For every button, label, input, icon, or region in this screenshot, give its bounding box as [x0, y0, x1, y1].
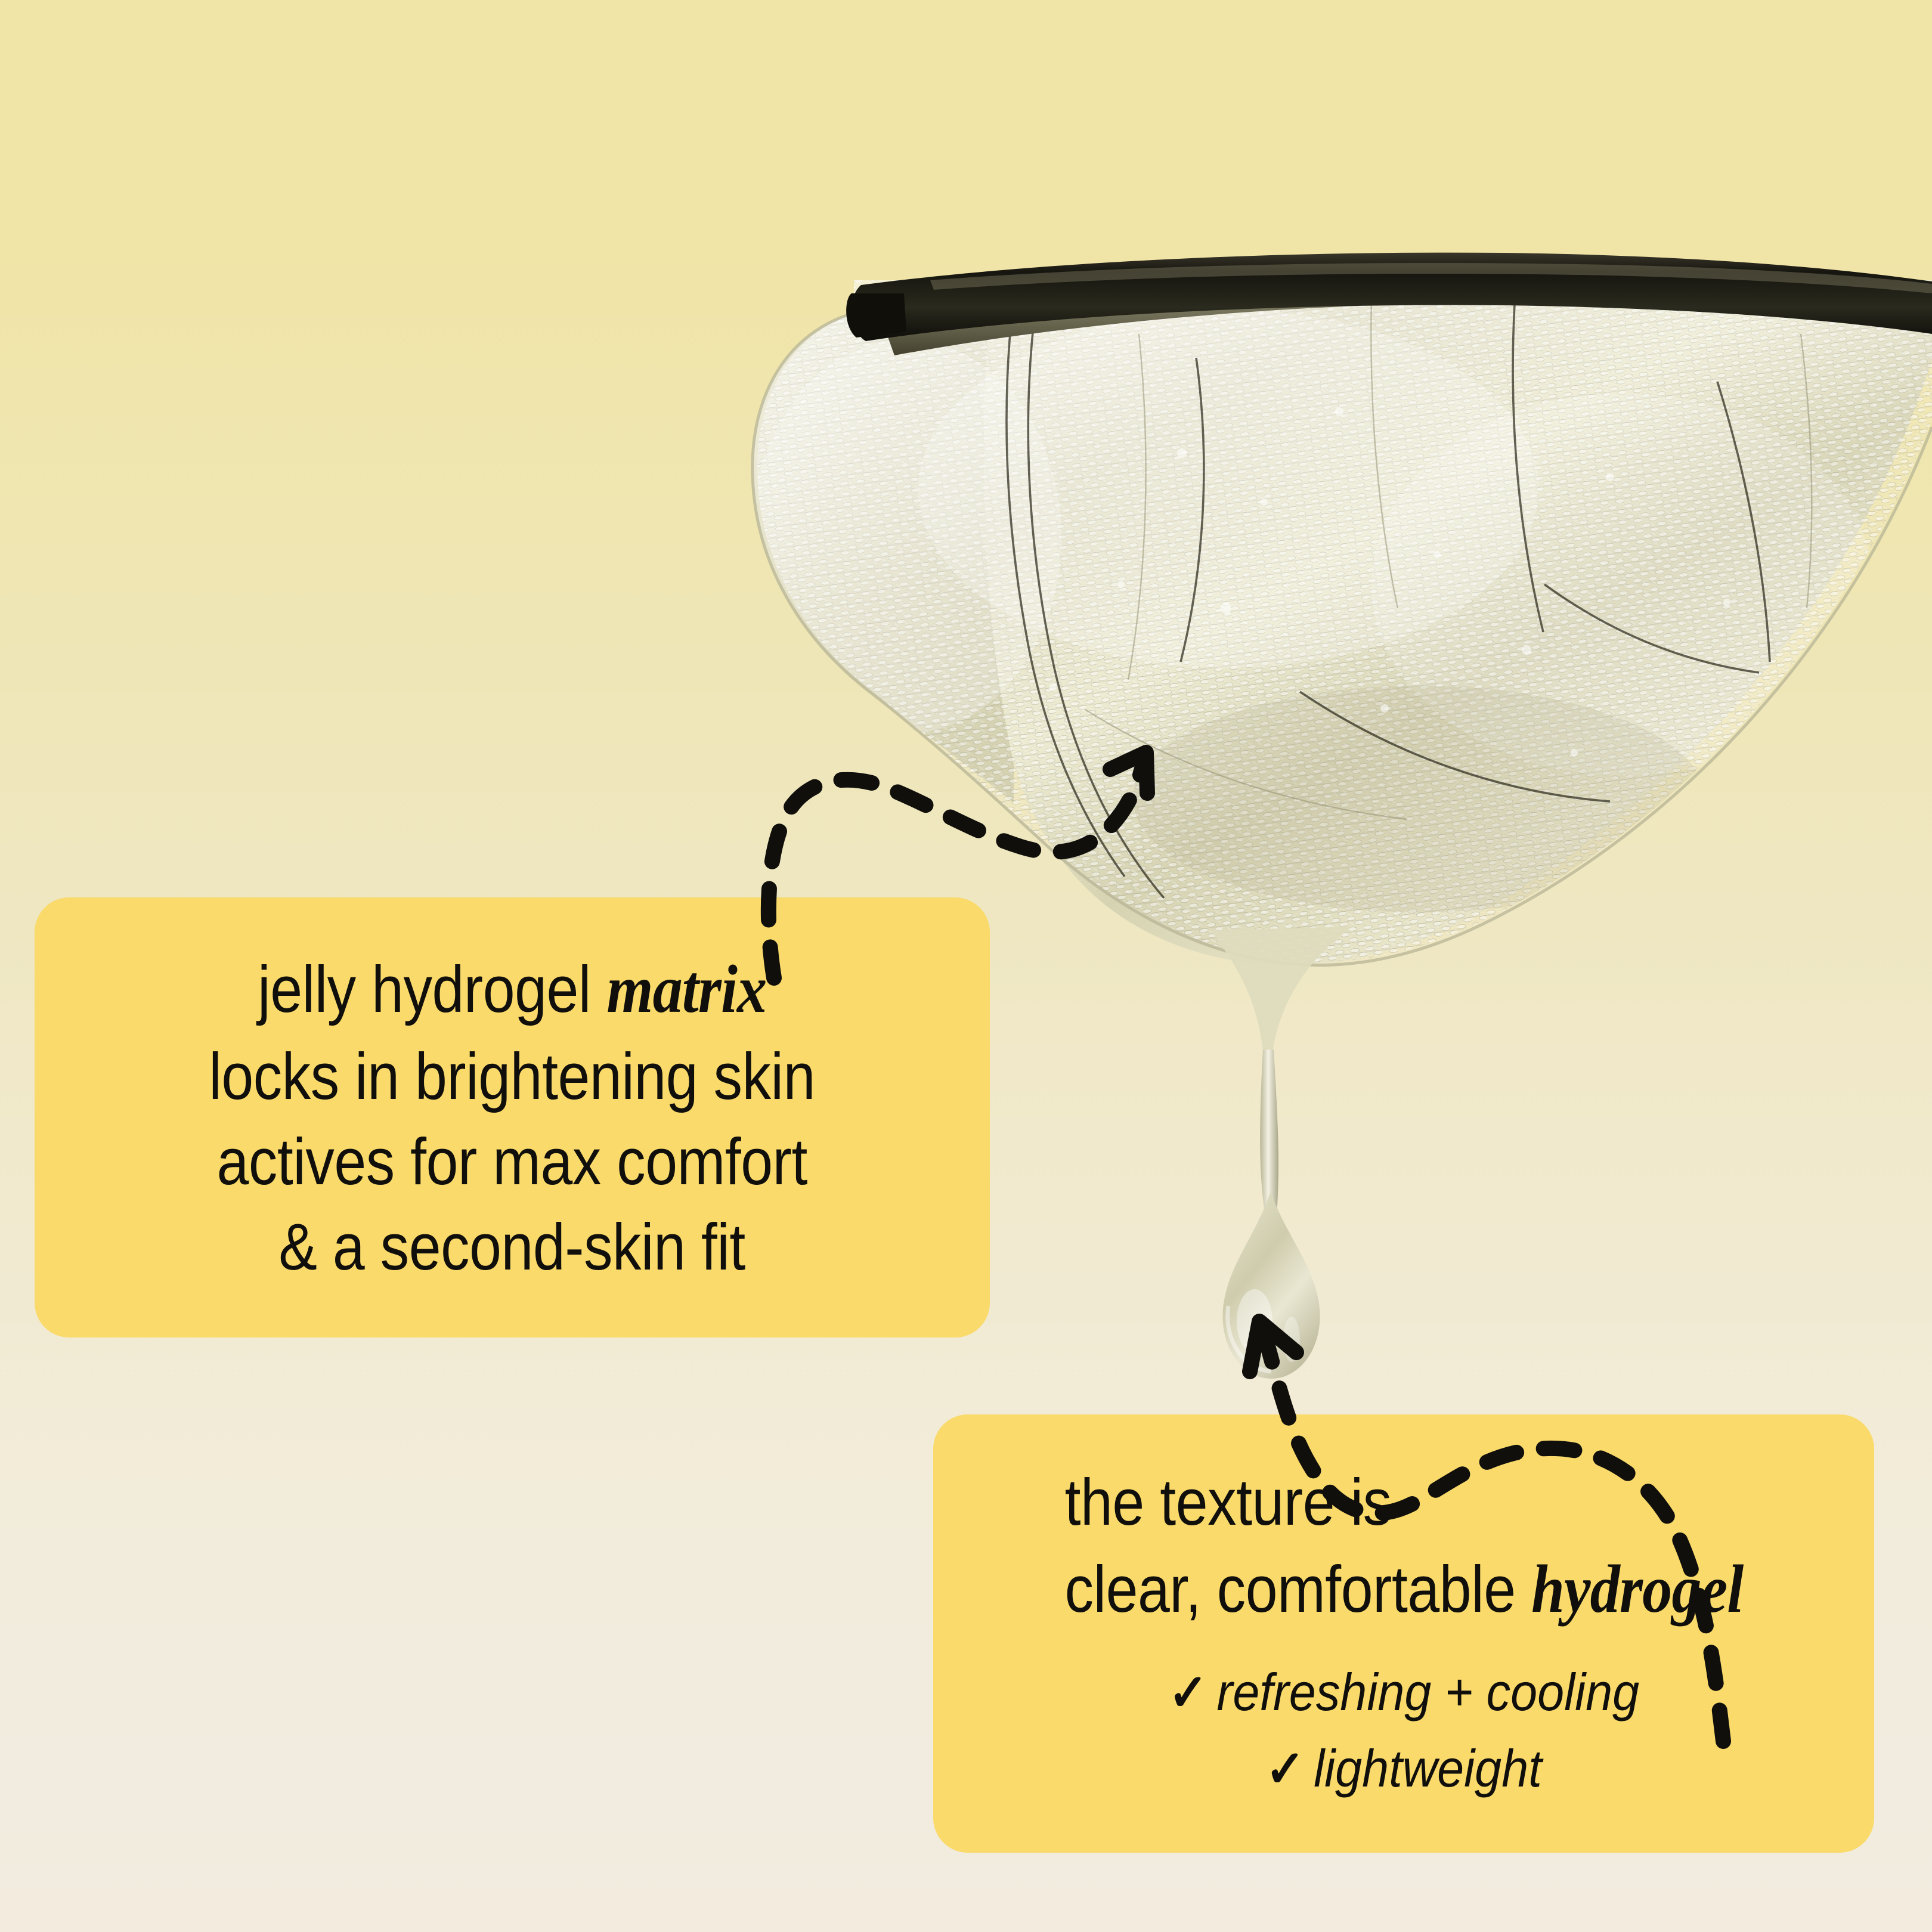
benefit-label-lightweight: lightweight [1314, 1739, 1542, 1798]
check-icon: ✓ [1168, 1664, 1208, 1722]
callout-matrix-emphasis-matrix: matrix [606, 951, 767, 1027]
callout-texture-heading: the texture is clear, comfortable hydrog… [1018, 1460, 1789, 1633]
callout-texture-line-1: the texture is [1064, 1466, 1392, 1540]
gel-drip [1210, 927, 1352, 1379]
callout-matrix-line-3: actives for max comfort [216, 1125, 808, 1199]
benefit-label-refreshing: refreshing + cooling [1216, 1662, 1639, 1722]
hydrogel-patch-body [751, 280, 1932, 967]
callout-texture-line-2-plain: clear, comfortable [1064, 1553, 1531, 1627]
benefit-item-refreshing: ✓refreshing + cooling [1168, 1654, 1639, 1731]
callout-matrix-line-1-plain: jelly hydrogel [258, 953, 607, 1027]
callout-box-matrix: jelly hydrogel matrix locks in brighteni… [35, 897, 990, 1337]
benefit-item-lightweight: ✓lightweight [1265, 1730, 1542, 1807]
callout-box-texture: the texture is clear, comfortable hydrog… [933, 1414, 1874, 1853]
callout-matrix-line-2: locks in brightening skin [209, 1039, 816, 1113]
check-icon: ✓ [1265, 1741, 1305, 1798]
gel-droplet [1222, 1193, 1320, 1379]
callout-texture-line-2: clear, comfortable hydrogel [1064, 1545, 1744, 1633]
tweezer-tip [846, 252, 1932, 355]
callout-matrix-line-1: jelly hydrogel matrix [258, 945, 767, 1033]
callout-matrix-line-4: & a second-skin fit [278, 1210, 746, 1284]
callout-texture-emphasis-hydrogel: hydrogel [1531, 1551, 1744, 1627]
